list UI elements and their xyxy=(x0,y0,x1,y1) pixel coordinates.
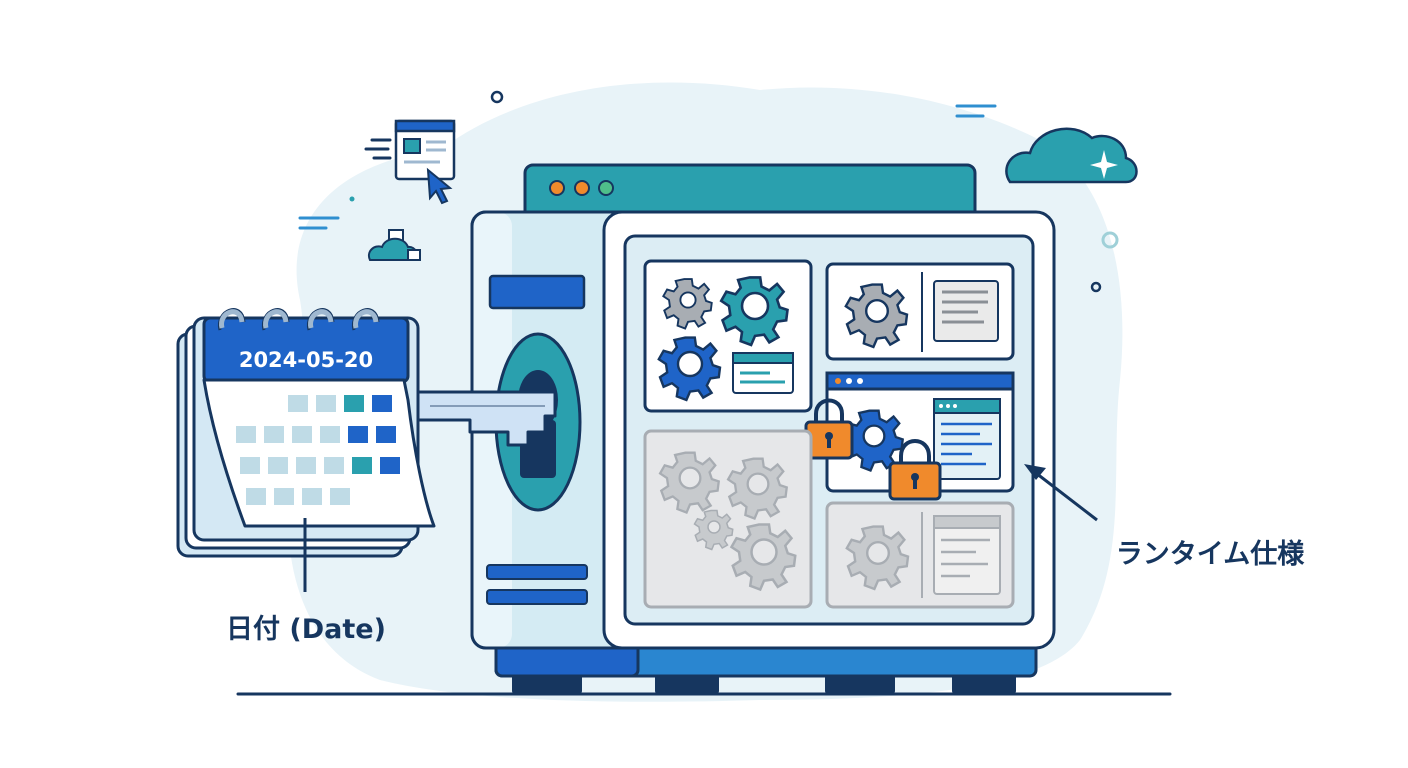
browser-window-icon xyxy=(394,119,456,181)
deco-ring xyxy=(1101,231,1119,249)
window-dot-orange xyxy=(549,180,565,196)
date-label: 日付 (Date) xyxy=(226,614,386,645)
module-gear-document xyxy=(825,262,1015,361)
padlock-icon xyxy=(888,439,942,501)
machine-top-bar xyxy=(523,163,977,227)
module-locked-runtime xyxy=(825,371,1015,493)
deco-dashes xyxy=(298,104,997,230)
slot-display xyxy=(488,274,586,310)
padlock-icon xyxy=(804,398,854,460)
module-gear-document-inactive xyxy=(825,501,1015,609)
module-gears-inactive xyxy=(643,429,813,609)
calendar-day-grid xyxy=(236,395,400,505)
deco-dot xyxy=(490,90,504,104)
calendar-icon: 2024-05-20 xyxy=(176,308,436,558)
vent-bar xyxy=(486,564,588,580)
vent-bar xyxy=(486,589,588,605)
key-icon xyxy=(408,390,557,447)
module-gears-active xyxy=(643,259,813,413)
cloud-icon xyxy=(1005,127,1138,184)
window-dot-orange xyxy=(574,180,590,196)
deco-dot xyxy=(349,196,355,202)
calendar-date: 2024-05-20 xyxy=(239,348,373,372)
runtime-arrow xyxy=(1024,464,1098,522)
deco-dot xyxy=(1090,281,1102,293)
small-cloud-icon xyxy=(368,229,421,261)
runtime-spec-label: ランタイム仕様 xyxy=(1116,539,1305,570)
cursor-icon xyxy=(426,167,453,205)
window-dot-green xyxy=(598,180,614,196)
